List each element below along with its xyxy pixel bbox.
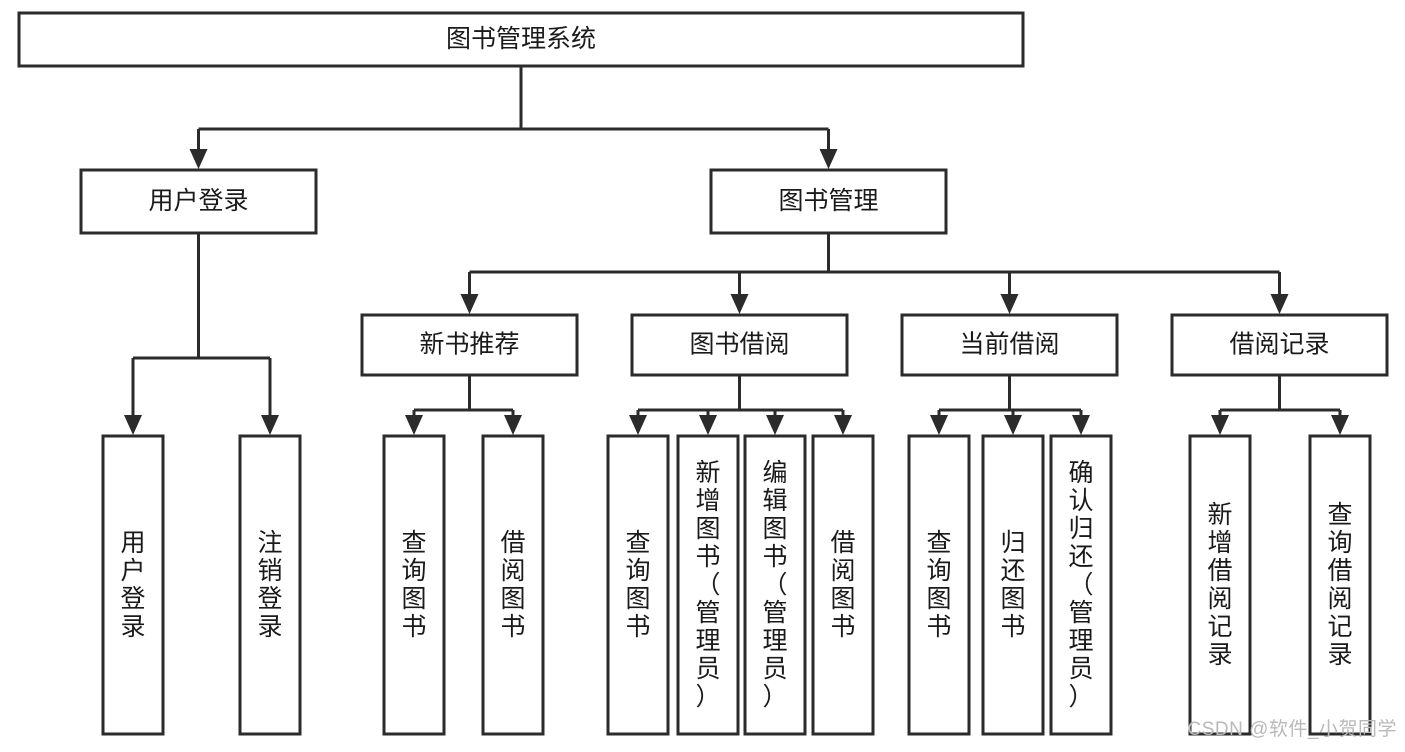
node-box-rect (811, 434, 875, 736)
node-leaf-查询图书[interactable]: 查询图书 (606, 434, 670, 736)
node-label: 借阅记录 (1229, 331, 1329, 359)
node-label: 查询图书 (926, 529, 951, 641)
node-label: 当前借阅 (959, 331, 1059, 359)
node-label: 借阅图书 (830, 529, 855, 641)
node-box-rect (101, 434, 165, 736)
node-label: 用户登录 (120, 529, 145, 641)
node-label: 图书管理 (778, 187, 878, 215)
node-leaf-归还图书[interactable]: 归还图书 (981, 434, 1045, 736)
node-box-rect (743, 434, 807, 736)
node-label: 查询借阅记录 (1327, 501, 1352, 669)
node-level3-图书借阅[interactable]: 图书借阅 (630, 313, 849, 377)
arrow-head-icon (1004, 415, 1022, 435)
node-box-rect (382, 434, 446, 736)
arrow-head-icon (405, 415, 423, 435)
arrow-head-icon (730, 294, 749, 314)
node-label: 确认归还（管理员） (1068, 459, 1093, 711)
arrow-head-icon (189, 149, 208, 169)
arrow-head-icon (1000, 294, 1019, 314)
watermark-text: CSDN @软件_小贺同学 (1187, 719, 1397, 740)
node-label: 新书推荐 (419, 331, 519, 359)
node-box-rect (1170, 313, 1389, 377)
node-label: 用户登录 (148, 187, 248, 215)
node-box-rect (981, 434, 1045, 736)
arrow-head-icon (834, 415, 852, 435)
node-label: 图书管理系统 (446, 25, 596, 53)
arrow-head-icon (1270, 294, 1289, 314)
node-label: 编辑图书（管理员） (762, 459, 787, 711)
node-label: 新增借阅记录 (1207, 501, 1232, 669)
node-root-图书管理系统[interactable]: 图书管理系统 (17, 11, 1025, 68)
nodes-layer: 图书管理系统用户登录图书管理新书推荐图书借阅当前借阅借阅记录用户登录注销登录查询… (17, 11, 1389, 736)
node-level3-当前借阅[interactable]: 当前借阅 (900, 313, 1119, 377)
node-box-rect (907, 434, 971, 736)
node-leaf-借阅图书[interactable]: 借阅图书 (811, 434, 875, 736)
node-leaf-查询图书[interactable]: 查询图书 (907, 434, 971, 736)
node-box-rect (1049, 434, 1113, 736)
node-box-rect (1188, 434, 1252, 736)
node-leaf-查询借阅记录[interactable]: 查询借阅记录 (1308, 434, 1372, 736)
node-label: 新增图书（管理员） (695, 459, 720, 711)
node-label: 图书借阅 (689, 331, 789, 359)
node-box-rect (630, 313, 849, 377)
node-label: 查询图书 (625, 529, 650, 641)
node-box-rect (606, 434, 670, 736)
connectors-layer (124, 66, 1349, 435)
node-leaf-借阅图书[interactable]: 借阅图书 (481, 434, 545, 736)
node-box-rect (79, 168, 318, 235)
node-level2-图书管理[interactable]: 图书管理 (709, 168, 948, 235)
arrow-head-icon (124, 415, 142, 435)
node-leaf-查询图书[interactable]: 查询图书 (382, 434, 446, 736)
node-box-rect (900, 313, 1119, 377)
node-level2-用户登录[interactable]: 用户登录 (79, 168, 318, 235)
node-box-rect (360, 313, 579, 377)
node-leaf-注销登录[interactable]: 注销登录 (238, 434, 302, 736)
node-box-rect (17, 11, 1025, 68)
arrow-head-icon (504, 415, 522, 435)
node-box-rect (709, 168, 948, 235)
node-box-rect (676, 434, 740, 736)
arrow-head-icon (629, 415, 647, 435)
node-box-rect (238, 434, 302, 736)
node-leaf-编辑图书管理员[interactable]: 编辑图书（管理员） (743, 434, 807, 736)
node-leaf-新增图书管理员[interactable]: 新增图书（管理员） (676, 434, 740, 736)
arrow-head-icon (819, 149, 838, 169)
node-leaf-新增借阅记录[interactable]: 新增借阅记录 (1188, 434, 1252, 736)
arrow-head-icon (699, 415, 717, 435)
arrow-head-icon (1072, 415, 1090, 435)
node-level3-新书推荐[interactable]: 新书推荐 (360, 313, 579, 377)
node-box-rect (1308, 434, 1372, 736)
arrow-head-icon (460, 294, 479, 314)
arrow-head-icon (261, 415, 279, 435)
node-label: 借阅图书 (500, 529, 525, 641)
node-box-rect (481, 434, 545, 736)
arrow-head-icon (930, 415, 948, 435)
node-level3-借阅记录[interactable]: 借阅记录 (1170, 313, 1389, 377)
node-leaf-确认归还管理员[interactable]: 确认归还（管理员） (1049, 434, 1113, 736)
node-leaf-用户登录[interactable]: 用户登录 (101, 434, 165, 736)
arrow-head-icon (1331, 415, 1349, 435)
arrow-head-icon (1211, 415, 1229, 435)
node-label: 注销登录 (257, 529, 282, 641)
node-label: 查询图书 (401, 529, 426, 641)
node-label: 归还图书 (1000, 529, 1025, 641)
arrow-head-icon (766, 415, 784, 435)
